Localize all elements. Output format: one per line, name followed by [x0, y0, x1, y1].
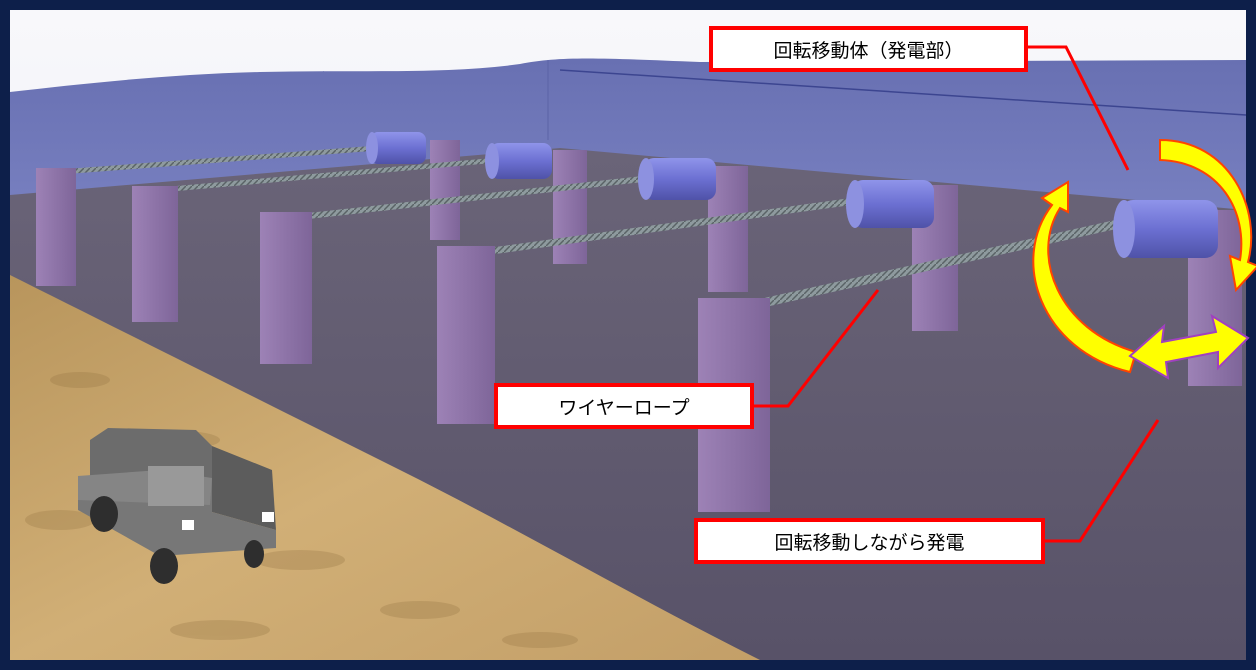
curved-arrow-icon: [1159, 138, 1256, 293]
generator-cylinder: [1113, 200, 1218, 258]
callout-leader-generator: [1028, 45, 1130, 171]
generator-cylinder: [846, 180, 934, 228]
suv-icon: [78, 428, 276, 584]
callout-leader-generate: [1045, 419, 1160, 543]
curved-arrow-icon: [1032, 180, 1138, 374]
anchor-row-3: [260, 166, 748, 364]
callout-generator-label: 回転移動体（発電部）: [709, 26, 1028, 72]
double-arrow-icon: [1128, 313, 1250, 380]
anchor-row-1: [36, 140, 460, 286]
anchor-row-2: [132, 150, 587, 322]
generator-cylinder: [485, 143, 552, 179]
generator-cylinder: [638, 158, 716, 200]
generator-cylinder: [366, 132, 426, 164]
callout-rotating-generation-label: 回転移動しながら発電: [694, 518, 1045, 564]
shore: [10, 275, 760, 660]
callout-leader-wire: [754, 289, 880, 408]
callout-wire-rope-label: ワイヤーロープ: [494, 383, 754, 429]
